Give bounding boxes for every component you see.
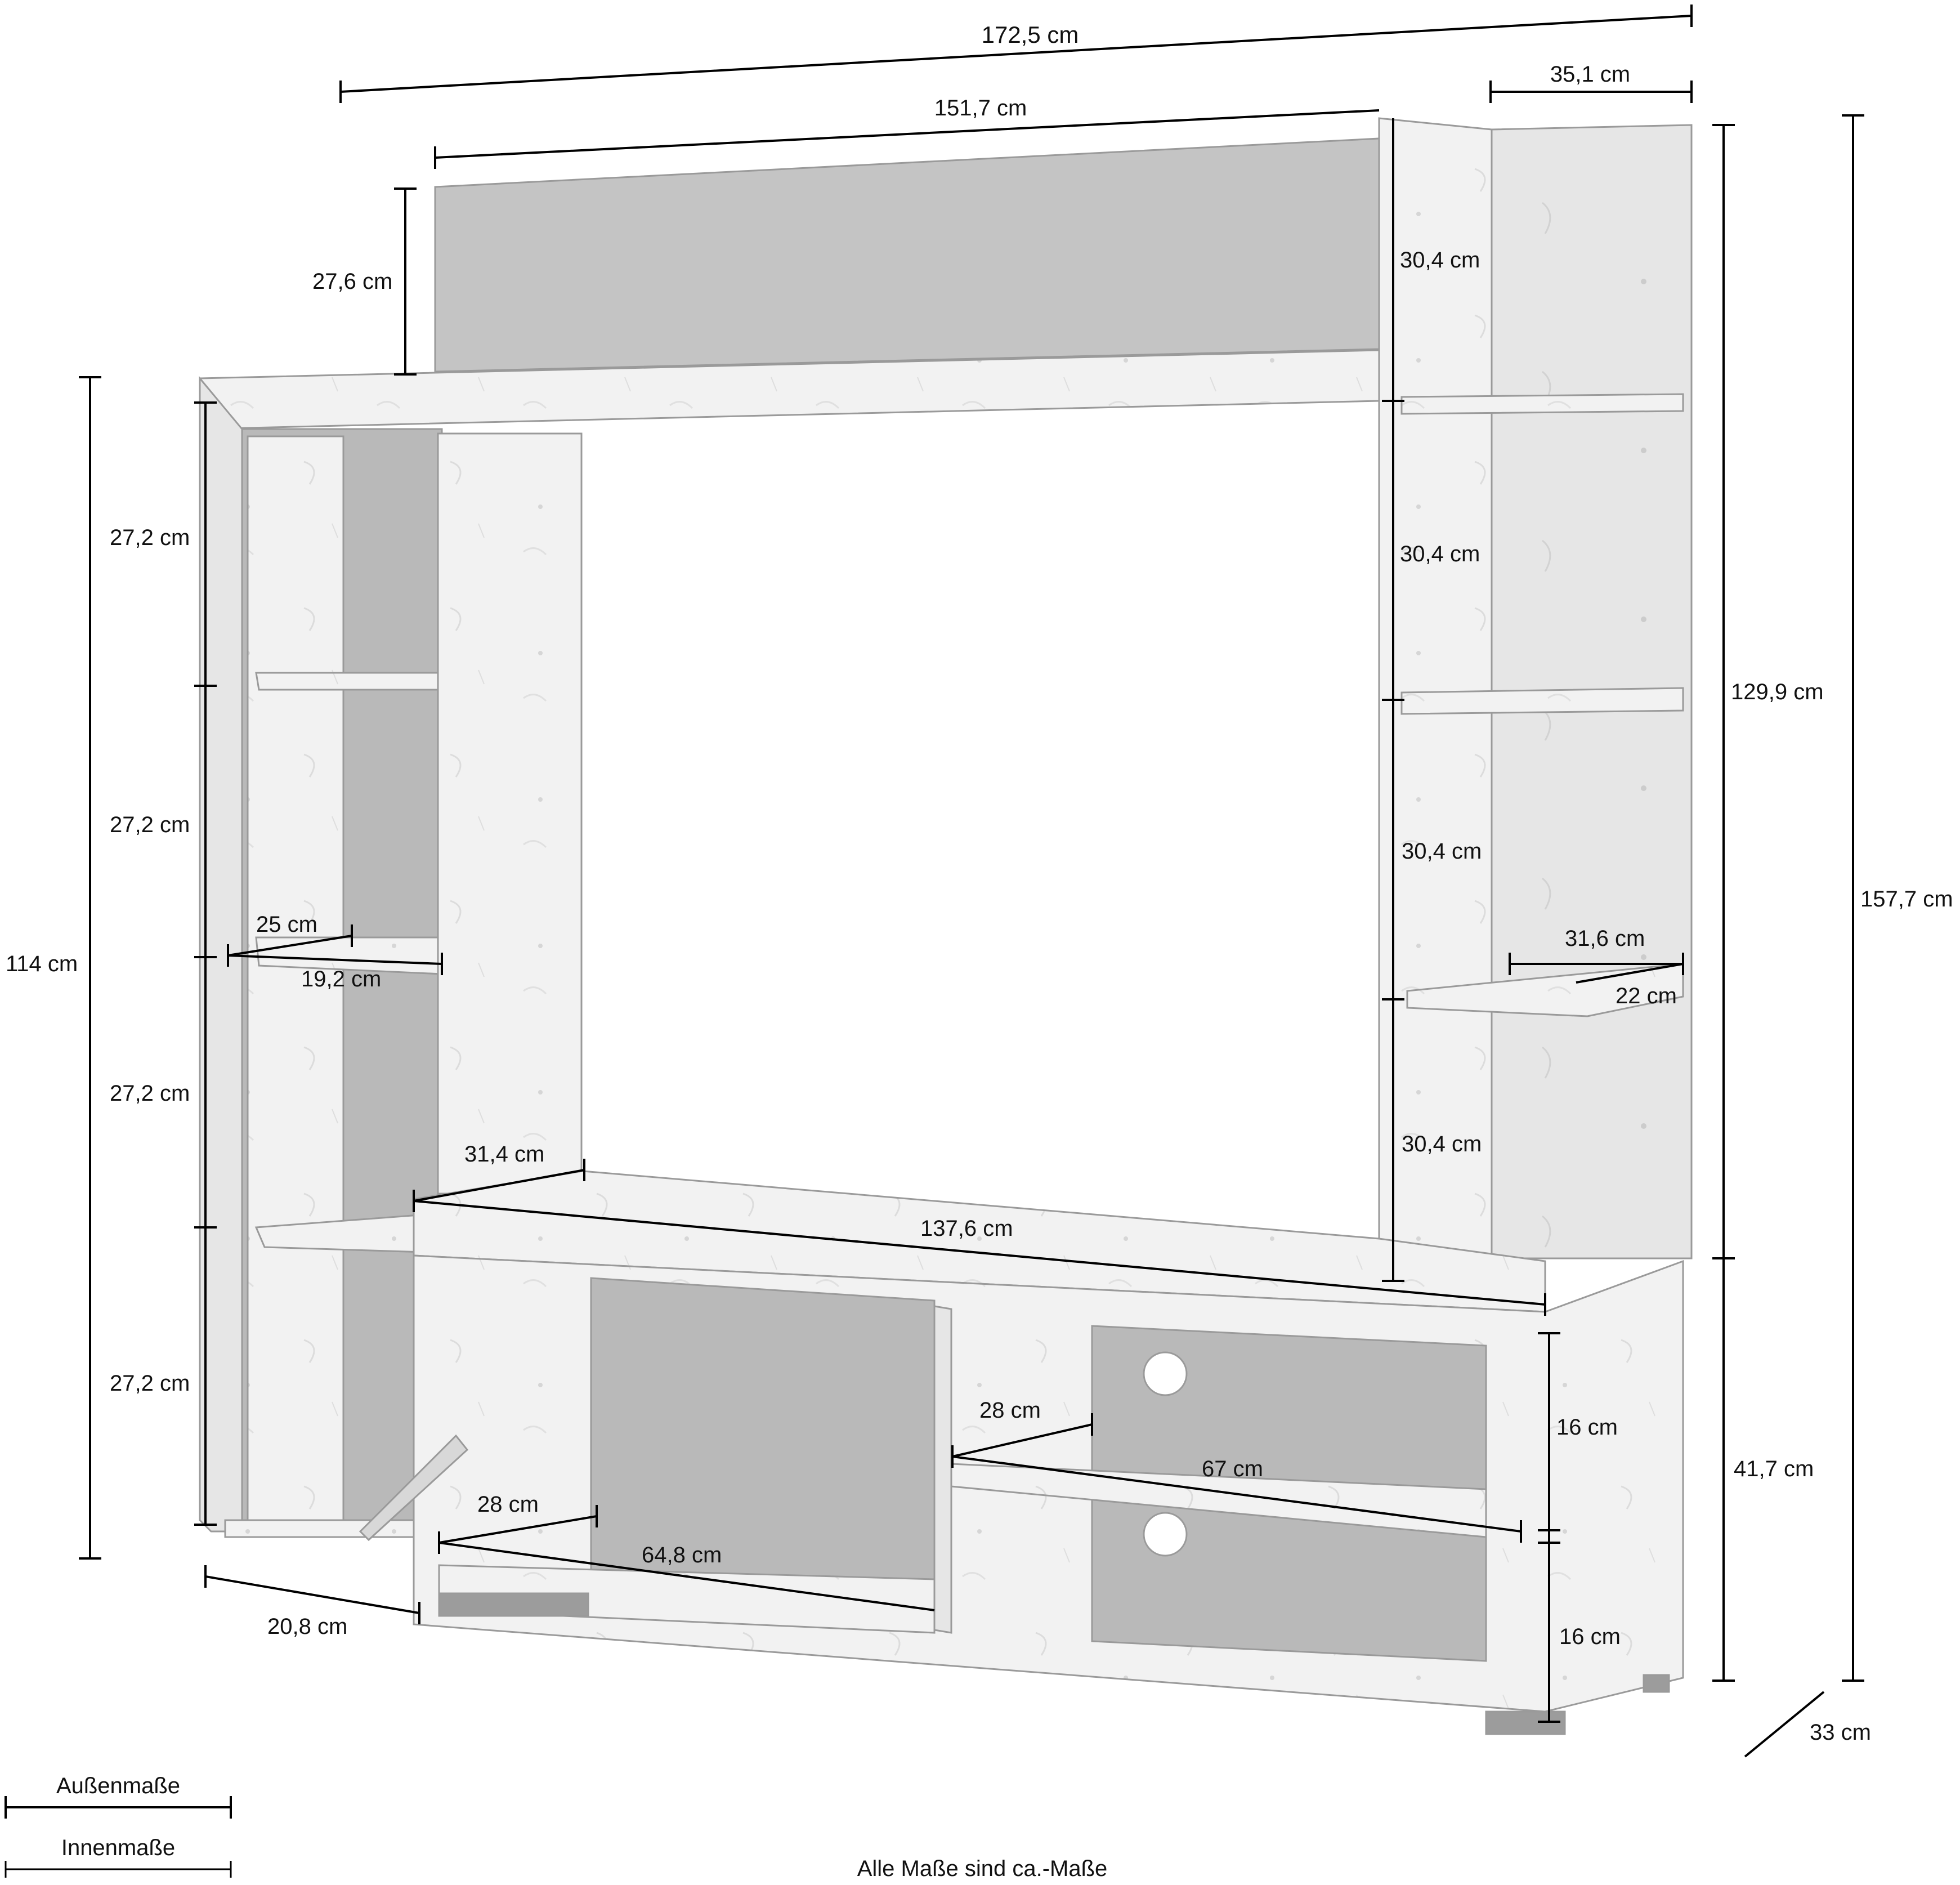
- legend-outer: Außenmaße: [56, 1774, 180, 1798]
- label-top-panel-height: 27,6 cm: [312, 269, 392, 294]
- cable-hole-lower: [1143, 1512, 1188, 1557]
- label-left-shelf-outer: 25 cm: [256, 912, 317, 937]
- dimension-labels: 172,5 cm 35,1 cm 151,7 cm 27,6 cm 114 cm…: [6, 21, 1953, 1745]
- vertical-column: [437, 432, 583, 1195]
- label-top-panel-width: 151,7 cm: [934, 96, 1027, 120]
- right-shelf-2: [1400, 687, 1684, 715]
- label-lowboard-lower: 16 cm: [1559, 1624, 1621, 1649]
- left-module-inner-side: [247, 435, 344, 1527]
- label-lowboard-height: 41,7 cm: [1734, 1457, 1814, 1481]
- flap-hinge: [359, 1434, 469, 1542]
- label-total-height: 157,7 cm: [1860, 887, 1953, 912]
- legend: Außenmaße Innenmaße: [56, 1774, 180, 1860]
- label-left-compartment-1: 27,2 cm: [110, 525, 190, 550]
- label-left-compartment-2: 27,2 cm: [110, 812, 190, 837]
- label-open-shelf-width: 67 cm: [1202, 1457, 1263, 1481]
- left-shelf-1: [255, 672, 443, 691]
- label-left-shelf-inner: 19,2 cm: [301, 967, 381, 991]
- dimension-lines: [5, 5, 1864, 1878]
- lowboard-divider: [933, 1305, 952, 1634]
- label-column-depth: 31,4 cm: [464, 1142, 544, 1167]
- legend-inner: Innenmaße: [61, 1835, 175, 1860]
- right-shelf-1: [1400, 393, 1684, 415]
- label-left-base-depth: 20,8 cm: [267, 1614, 347, 1639]
- label-left-module-height: 114 cm: [6, 952, 78, 976]
- label-right-shelf-outer: 31,6 cm: [1565, 926, 1645, 951]
- label-open-shelf-depth: 28 cm: [979, 1398, 1041, 1423]
- label-right-compartment-4: 30,4 cm: [1402, 1132, 1482, 1156]
- label-lowboard-upper: 16 cm: [1556, 1415, 1618, 1440]
- footnote: Alle Maße sind ca.-Maße: [857, 1856, 1108, 1881]
- label-flap-width: 64,8 cm: [642, 1543, 722, 1567]
- cable-hole-upper: [1143, 1351, 1188, 1396]
- label-right-compartment-2: 30,4 cm: [1400, 542, 1480, 566]
- furniture-drawing: [199, 117, 1693, 1735]
- label-flap-depth: 28 cm: [477, 1492, 539, 1517]
- foot-3: [1643, 1674, 1670, 1693]
- top-back-panel: [434, 137, 1380, 373]
- right-tower-side: [1378, 117, 1493, 1259]
- left-base: [224, 1519, 437, 1538]
- foot-1: [438, 1592, 589, 1617]
- label-tv-shelf-width: 137,6 cm: [920, 1216, 1013, 1241]
- label-overall-width: 172,5 cm: [982, 21, 1079, 48]
- label-lowboard-depth: 33 cm: [1810, 1720, 1871, 1745]
- label-side-module-width: 35,1 cm: [1550, 62, 1630, 87]
- label-left-compartment-3: 27,2 cm: [110, 1081, 190, 1106]
- foot-2: [1485, 1710, 1566, 1735]
- label-right-shelf-inner: 22 cm: [1616, 984, 1677, 1008]
- label-right-compartment-1: 30,4 cm: [1400, 248, 1480, 273]
- label-left-compartment-4: 27,2 cm: [110, 1371, 190, 1396]
- label-right-compartment-3: 30,4 cm: [1402, 839, 1482, 864]
- label-right-upper-height: 129,9 cm: [1731, 680, 1824, 704]
